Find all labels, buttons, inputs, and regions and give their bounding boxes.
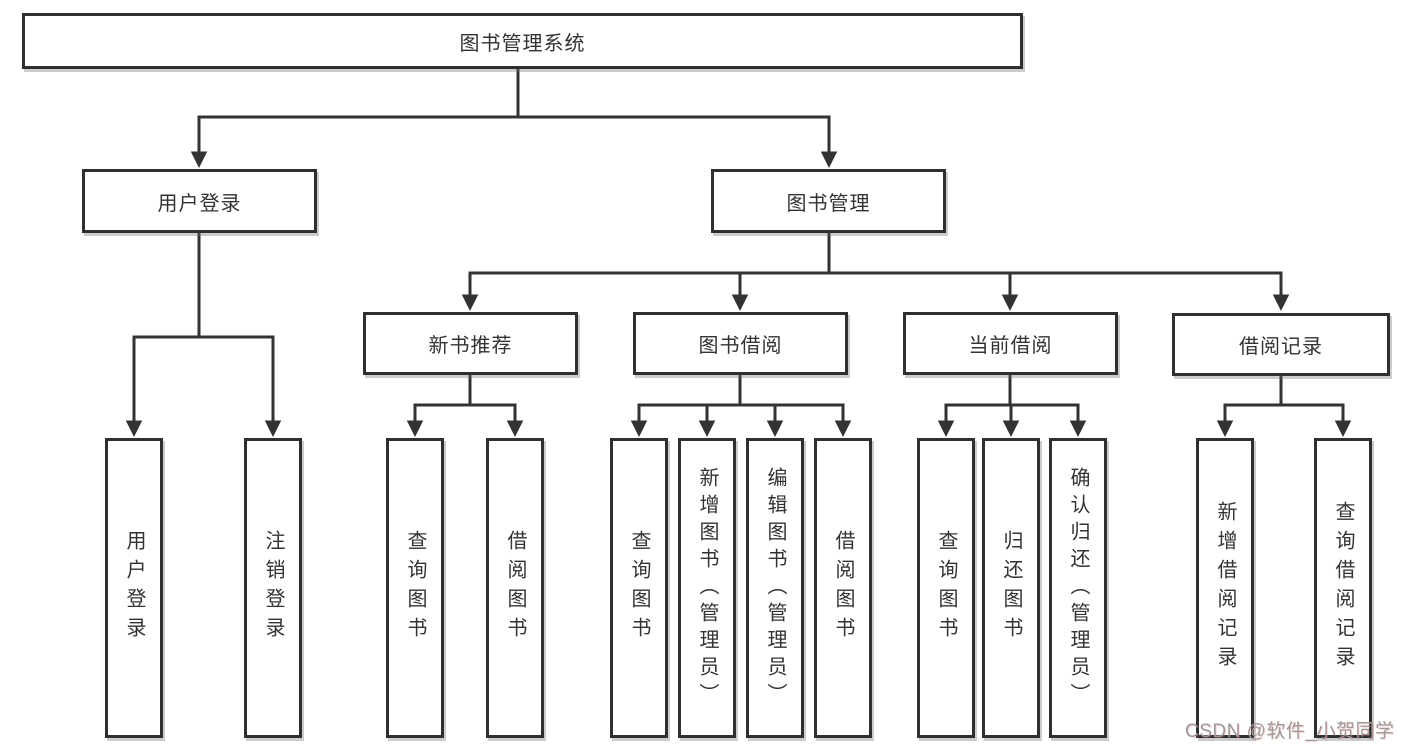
leaf-query-borrow-record: 查询借阅记录 (1314, 438, 1372, 738)
leaf-return-books: 归还图书 (982, 438, 1040, 738)
leaf-borrow-books: 借阅图书 (814, 438, 872, 738)
node-borrowing-records: 借阅记录 (1172, 313, 1390, 376)
leaf-query-books-recommend: 查询图书 (386, 438, 444, 738)
node-user-login: 用户登录 (82, 169, 317, 233)
leaf-add-borrow-record: 新增借阅记录 (1196, 438, 1254, 738)
node-book-management: 图书管理 (711, 169, 946, 233)
leaf-edit-books-admin: 编辑图书（管理员） (746, 438, 804, 738)
csdn-watermark: CSDN @软件_小贺同学 (1185, 721, 1395, 742)
leaf-borrow-books-recommend: 借阅图书 (486, 438, 544, 738)
leaf-add-books-admin: 新增图书（管理员） (678, 438, 736, 738)
node-book-borrowing: 图书借阅 (633, 312, 848, 375)
leaf-logout: 注销登录 (244, 438, 302, 738)
leaf-confirm-return-admin: 确认归还（管理员） (1049, 438, 1107, 738)
node-current-borrowing: 当前借阅 (903, 312, 1118, 375)
node-library-system: 图书管理系统 (22, 13, 1023, 69)
leaf-query-books-borrowing: 查询图书 (610, 438, 668, 738)
node-new-book-recommendation: 新书推荐 (363, 312, 578, 375)
leaf-user-login: 用户登录 (105, 438, 163, 738)
leaf-query-books-current: 查询图书 (917, 438, 975, 738)
